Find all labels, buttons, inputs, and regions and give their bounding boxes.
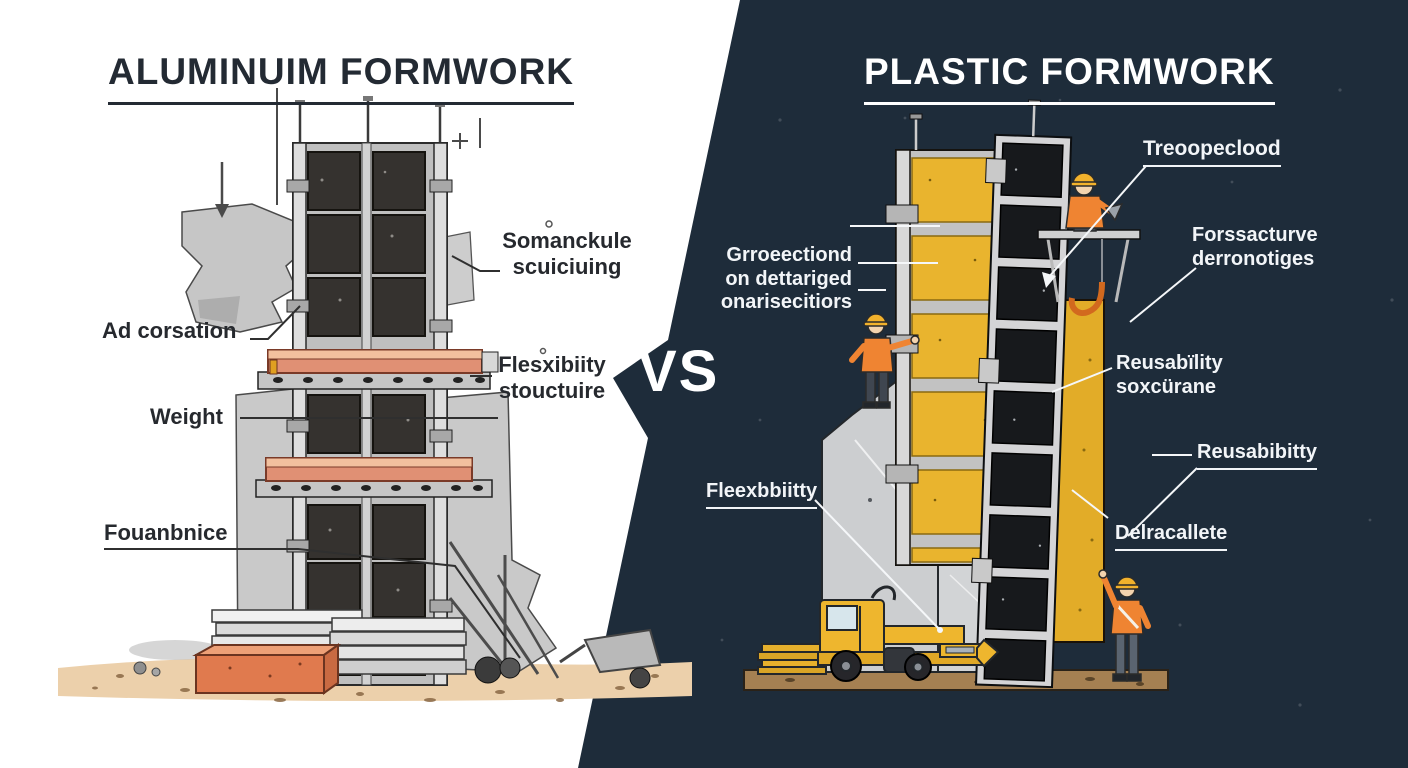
brick — [192, 643, 342, 695]
ground-speckles — [92, 674, 659, 702]
label-treoopeclood: Treoopeclood — [1143, 137, 1281, 167]
label-weight: Weight — [150, 404, 223, 429]
aluminum-formwork-illustration — [58, 88, 692, 702]
label-somanckule: Somanckule scuiciuing — [502, 228, 632, 279]
right-title: PLASTIC FORMWORK — [864, 51, 1275, 105]
label-flexibility-structure: Flesxibiity stouctuire — [498, 352, 606, 403]
night-speckles — [720, 88, 1394, 707]
vs-badge: VS — [638, 339, 720, 404]
dark-formwork-column — [971, 99, 1073, 689]
truck — [757, 585, 1000, 682]
left-connectors — [104, 255, 521, 659]
right-connectors — [814, 165, 1198, 631]
walkway-beam-lower — [255, 457, 493, 498]
label-ad-corsation: Ad corsation — [102, 318, 237, 343]
worker-bottom-right — [1098, 569, 1151, 682]
worker-on-platform — [1065, 172, 1124, 232]
label-delracallete: Delracallete — [1115, 522, 1228, 551]
walkway-beam-upper — [257, 349, 499, 390]
cart — [559, 628, 662, 689]
plastic-formwork-illustration — [743, 99, 1198, 691]
label-forssacturve: Forssacturve derronotiges — [1192, 224, 1318, 270]
label-reusabibitty: Reusabibitty — [1197, 441, 1318, 470]
label-fleexbbiitty: Fleexbbiitty — [706, 480, 818, 509]
worker-on-wall — [849, 313, 920, 409]
survey-marks — [220, 88, 481, 206]
label-fouanbnice: Fouanbnice — [104, 520, 228, 545]
aluminum-tower — [286, 96, 453, 686]
crane-hook — [1068, 281, 1105, 316]
label-reusability-soxcurane: Reusabïlity soxcürane — [1116, 352, 1223, 398]
plank-stacks — [211, 609, 467, 675]
left-title: ALUMINUIM FORMWORK — [108, 51, 575, 105]
label-grroeectiond: Grroeectiond on dettariged onarisecitior… — [720, 244, 852, 314]
